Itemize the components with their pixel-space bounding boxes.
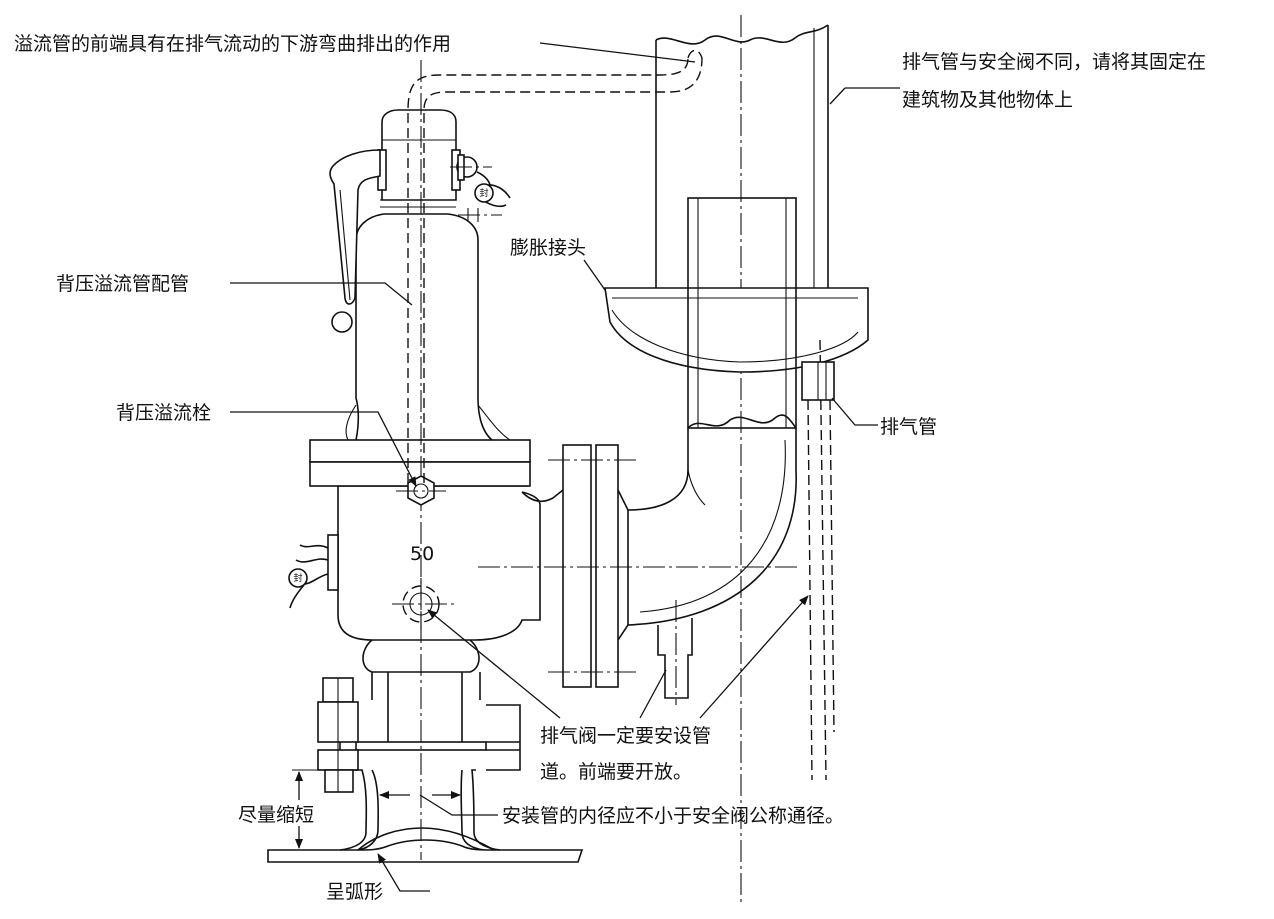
outlet-elbow [627,428,797,626]
label-vent-2: 道。前端要开放。 [540,761,692,783]
label-exhaust-pipe: 排气管 [880,416,937,438]
leader-vent-body [427,609,561,719]
label-vent-1: 排气阀一定要安设管 [540,725,711,747]
leader-exhaust-fix [829,87,846,105]
label-expansion-joint: 膨胀接头 [510,237,586,259]
leader-vent-exhaust [699,595,809,719]
keep-short-dimension [292,769,330,851]
leader-expansion-joint [583,259,606,291]
lifting-lever [329,149,381,333]
exhaust-drain-dashed [801,339,835,781]
seal-glyph: 封 [479,187,488,199]
header-vessel [267,827,584,863]
leader-back-pressure-plug [230,411,417,487]
installation-pipe [339,769,501,851]
label-overflow-tip: 溢流管的前端具有在排气流动的下游弯曲排出的作用 [14,33,451,55]
inlet-bolts [317,677,359,793]
seal-upper: 封 [450,154,511,222]
bonnet [345,199,511,441]
label-valve-size: 50 [410,543,434,565]
exhaust-pipe-upper [655,24,829,318]
leader-vent-drain [639,669,667,719]
valve-body [337,485,564,673]
label-back-pressure-plug: 背压溢流栓 [116,402,211,424]
drip-pan [604,287,869,373]
overflow-pipe-dashed [407,49,703,483]
label-back-pressure-pipe: 背压溢流管配管 [56,273,189,295]
inlet-nozzle [339,672,521,771]
leader-inner-diameter [419,794,498,816]
leader-exhaust-pipe [831,397,878,426]
leader-overflow-tip [539,42,696,63]
label-exhaust-fix-2: 建筑物及其他物体上 [902,89,1073,111]
label-exhaust-fix-1: 排气管与安全阀不同，请将其固定在 [902,51,1206,73]
leader-back-pressure-pipe [230,282,413,306]
outlet-flanges [548,444,640,688]
riser-pipe [687,197,797,429]
body-drain-plug [392,578,455,630]
seal-lower: 封 [288,534,339,609]
elbow-drain [657,618,693,699]
valve-cap [377,109,461,201]
seal-glyph-lower: 封 [293,572,302,584]
label-arc-shape: 呈弧形 [326,881,383,903]
leader-arc-shape [377,853,430,892]
label-inner-diameter: 安装管的内径应不小于安全阀公称通径。 [502,805,844,827]
label-keep-short: 尽量缩短 [238,804,314,826]
